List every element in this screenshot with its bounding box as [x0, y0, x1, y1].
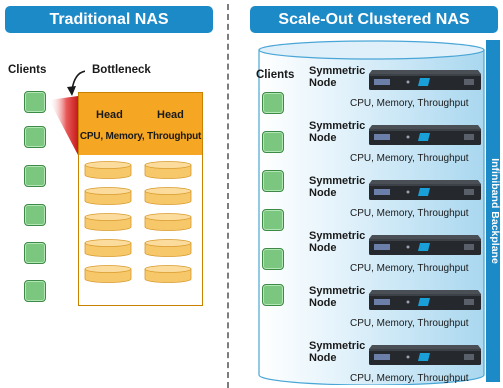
scale-out-nas-banner: Scale-Out Clustered NAS: [250, 6, 498, 33]
client-node: [24, 91, 46, 113]
head-left-label: Head: [96, 109, 123, 121]
section-divider: [227, 4, 229, 388]
node-resources-label: CPU, Memory, Throughput: [350, 373, 469, 384]
node-name-line1: Symmetric: [309, 175, 366, 187]
node-name-line1: Symmetric: [309, 120, 366, 132]
node-name-line1: Symmetric: [309, 230, 366, 242]
bottleneck-arrowhead: [67, 86, 76, 96]
node-name-line2: Node: [309, 242, 337, 254]
client-node: [262, 248, 284, 270]
bottleneck-graphics: [49, 70, 85, 155]
client-node: [262, 170, 284, 192]
disk-icon: [84, 239, 132, 257]
client-node: [262, 209, 284, 231]
client-node: [24, 165, 46, 187]
disk-icon: [144, 187, 192, 205]
client-node: [262, 92, 284, 114]
node-resources-label: CPU, Memory, Throughput: [350, 263, 469, 274]
node-resources-label: CPU, Memory, Throughput: [350, 153, 469, 164]
server-icon: [369, 290, 481, 310]
disk-icon: [144, 239, 192, 257]
left-clients-label: Clients: [8, 64, 47, 76]
infiniband-backplane: [486, 40, 500, 382]
server-icon: [369, 70, 481, 90]
client-node: [24, 280, 46, 302]
backplane-label: Infiniband Backplane: [489, 158, 501, 264]
client-node: [262, 284, 284, 306]
node-name-line1: Symmetric: [309, 65, 366, 77]
node-resources-label: CPU, Memory, Throughput: [350, 98, 469, 109]
disk-icon: [144, 265, 192, 283]
disk-icon: [144, 161, 192, 179]
head-resources-label: CPU, Memory, Throughput: [79, 131, 202, 142]
node-resources-label: CPU, Memory, Throughput: [350, 318, 469, 329]
node-name-line2: Node: [309, 187, 337, 199]
client-node: [24, 242, 46, 264]
client-node: [24, 204, 46, 226]
node-name-line2: Node: [309, 297, 337, 309]
disk-icon: [144, 213, 192, 231]
server-icon: [369, 345, 481, 365]
node-name-line1: Symmetric: [309, 340, 366, 352]
traditional-nas-banner: Traditional NAS: [5, 6, 213, 33]
client-node: [24, 126, 46, 148]
client-node: [262, 131, 284, 153]
disk-icon: [84, 265, 132, 283]
right-clients-label: Clients: [256, 69, 295, 81]
node-name-line1: Symmetric: [309, 285, 366, 297]
disk-icon: [84, 187, 132, 205]
node-name-line2: Node: [309, 77, 337, 89]
bottleneck-label: Bottleneck: [92, 64, 151, 76]
bottleneck-wedge: [49, 96, 78, 155]
server-icon: [369, 235, 481, 255]
node-name-line2: Node: [309, 352, 337, 364]
server-icon: [369, 180, 481, 200]
nas-head-box: Head Head CPU, Memory, Throughput: [78, 92, 203, 157]
head-right-label: Head: [157, 109, 184, 121]
node-name-line2: Node: [309, 132, 337, 144]
disk-icon: [84, 213, 132, 231]
disk-icon: [84, 161, 132, 179]
node-resources-label: CPU, Memory, Throughput: [350, 208, 469, 219]
server-icon: [369, 125, 481, 145]
